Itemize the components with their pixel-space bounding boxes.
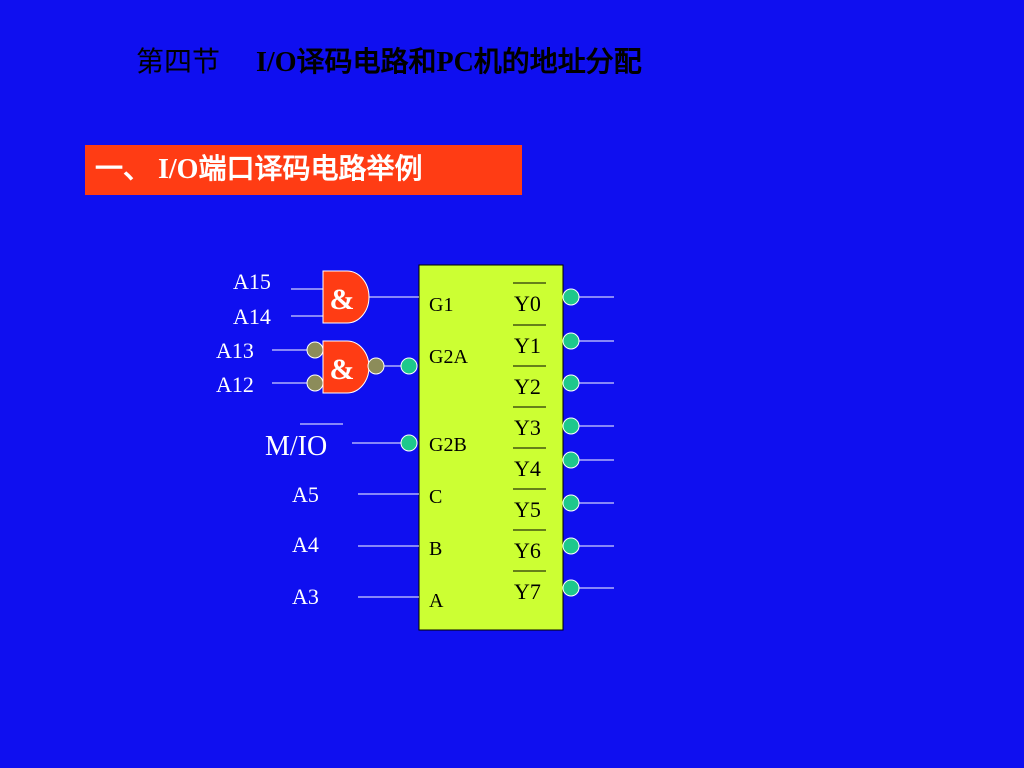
pin-g1: G1 [429,294,453,316]
output-y2: Y2 [514,374,541,399]
and-gate-1 [322,270,370,324]
bubble-g2b [400,434,418,452]
label-a13: A13 [216,338,254,363]
label-mio: M/IO [265,431,327,462]
section-label: 第四节 [136,47,221,78]
label-a12: A12 [216,372,254,397]
pin-b: B [429,538,442,560]
decoder-pin-labels: G1 G2A G2B C B A [429,294,468,612]
output-y0: Y0 [514,291,541,316]
pin-g2b: G2B [429,434,467,456]
bubble-y0 [562,288,580,306]
output-wires [579,296,614,589]
output-y3: Y3 [514,415,541,440]
bubble-y3 [562,417,580,435]
subtitle-box: 一、 I/O端口译码电路举例 [85,145,522,195]
pin-g2a: G2A [429,346,468,368]
input-wires [272,288,419,598]
subtitle-text: 一、 I/O端口译码电路举例 [95,154,423,185]
title-text: I/O译码电路和PC机的地址分配 [256,47,642,78]
and-gate-2-symbol: & [330,353,355,386]
bubble-y4 [562,451,580,469]
decoder-outputs: Y0 Y1 Y2 Y3 Y4 Y5 Y6 Y7 [514,291,541,604]
output-y5: Y5 [514,497,541,522]
slide-title: 第四节 I/O译码电路和PC机的地址分配 [136,40,642,80]
pin-c: C [429,486,442,508]
output-bubbles [562,288,580,597]
pin-a: A [429,590,444,612]
bubble-g2a [400,357,418,375]
input-labels: A15 A14 A13 A12 M/IO A5 A4 A3 [216,269,327,609]
label-a5: A5 [292,482,319,507]
label-a15: A15 [233,269,271,294]
output-y4: Y4 [514,456,541,481]
bubble-y6 [562,537,580,555]
output-overlines [513,282,546,572]
bubble-y1 [562,332,580,350]
label-a3: A3 [292,584,319,609]
bubble-y2 [562,374,580,392]
bubble-y7 [562,579,580,597]
label-a4: A4 [292,532,319,557]
output-y1: Y1 [514,333,541,358]
bubble-gate2-out [367,357,385,375]
output-y6: Y6 [514,538,541,563]
bubble-y5 [562,494,580,512]
and-gate-1-symbol: & [330,283,355,316]
label-a14: A14 [233,304,271,329]
bubble-a13 [306,341,324,359]
bubble-a12 [306,374,324,392]
output-y7: Y7 [514,579,541,604]
